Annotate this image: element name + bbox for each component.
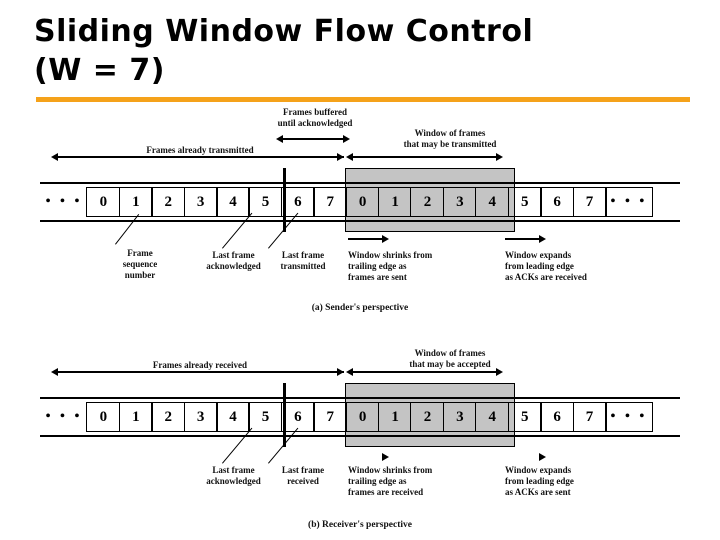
label-frames-already-transmitted: Frames already transmitted <box>146 145 254 155</box>
receiver-window-span-line <box>352 371 500 373</box>
receiver-window-arrow-right <box>496 368 503 376</box>
label-last-frame-transmitted: Last frame transmitted <box>280 250 326 271</box>
label-frame-sequence-number: Frame sequence number <box>122 248 158 280</box>
label-receiver-window-expands: Window expands from leading edge as ACKs… <box>505 465 574 497</box>
label-receiver-last-frame-received: Last frame received <box>281 465 325 486</box>
frame-cell: 1 <box>378 402 413 432</box>
frame-cell: 7 <box>572 187 607 217</box>
strip-rail-bottom <box>40 220 680 222</box>
window-arrow-right <box>496 153 503 161</box>
frame-cell: 4 <box>475 187 510 217</box>
sender-caption: (a) Sender's perspective <box>311 303 409 313</box>
expand-arrow-line <box>505 238 541 240</box>
strip-rail-bottom <box>40 435 680 437</box>
already-transmitted-arrow-right <box>337 153 344 161</box>
frame-cell: 3 <box>183 187 218 217</box>
receiver-caption: (b) Receiver's perspective <box>308 520 412 530</box>
frame-cell: 3 <box>442 187 477 217</box>
frame-cell: 2 <box>410 187 445 217</box>
already-received-arrow-right <box>337 368 344 376</box>
shrink-arrow-line <box>348 238 384 240</box>
frame-cell: 6 <box>540 402 575 432</box>
label-frames-buffered: Frames buffered until acknowledged <box>277 107 353 128</box>
frame-cell: 3 <box>183 402 218 432</box>
frame-cell: 6 <box>280 402 315 432</box>
label-last-frame-acknowledged: Last frame acknowledged <box>206 250 261 271</box>
frame-cell: 5 <box>507 402 542 432</box>
frame-cell: 0 <box>86 402 121 432</box>
frame-cell: 1 <box>118 187 153 217</box>
strip-rail-top <box>40 182 680 184</box>
window-span-line <box>352 156 500 158</box>
frame-cell: 1 <box>118 402 153 432</box>
title-divider-rule <box>36 97 690 102</box>
frame-cell: 1 <box>378 187 413 217</box>
frame-cell: 4 <box>475 402 510 432</box>
frame-cell: 4 <box>216 402 251 432</box>
already-transmitted-arrow-left <box>51 153 58 161</box>
sender-diagram: Frames buffered until acknowledged Windo… <box>40 107 680 313</box>
label-receiver-last-frame-acknowledged: Last frame acknowledged <box>206 465 261 486</box>
label-window-transmitted: Window of frames that may be transmitted <box>403 128 497 149</box>
frame-cell: 0 <box>345 187 380 217</box>
expand-arrow-head <box>539 235 546 243</box>
frame-cell: 3 <box>442 402 477 432</box>
already-transmitted-span-line <box>58 156 344 158</box>
frame-cell-ellipsis: • • • <box>45 194 83 209</box>
frame-cell-ellipsis: • • • <box>604 187 653 217</box>
frame-cell-ellipsis: • • • <box>45 409 83 424</box>
receiver-window-arrow-left <box>346 368 353 376</box>
frame-cell: 5 <box>507 187 542 217</box>
already-received-span-line <box>58 371 344 373</box>
label-window-shrinks: Window shrinks from trailing edge as fra… <box>348 250 433 282</box>
label-receiver-window-shrinks: Window shrinks from trailing edge as fra… <box>348 465 433 497</box>
buffered-span-arrow-right <box>343 135 350 143</box>
receiver-diagram: Window of frames that may be accepted Fr… <box>0 215 720 540</box>
already-received-arrow-left <box>51 368 58 376</box>
frame-cell-ellipsis: • • • <box>604 402 653 432</box>
frame-cell: 7 <box>313 187 348 217</box>
frame-cell: 7 <box>313 402 348 432</box>
frame-cell: 6 <box>540 187 575 217</box>
frame-cell: 2 <box>151 402 186 432</box>
buffered-span-line <box>283 138 343 140</box>
label-frames-already-received: Frames already received <box>152 360 248 370</box>
frame-cell: 2 <box>151 187 186 217</box>
strip-rail-top <box>40 397 680 399</box>
frame-cell: 0 <box>345 402 380 432</box>
window-arrow-left <box>346 153 353 161</box>
label-window-accepted: Window of frames that may be accepted <box>409 348 491 369</box>
receiver-last-ack-marker-line <box>283 383 286 447</box>
frame-cell: 5 <box>248 187 283 217</box>
receiver-expand-arrow-head <box>539 453 546 461</box>
frame-cell: 6 <box>280 187 315 217</box>
buffered-span-arrow-left <box>276 135 283 143</box>
label-window-expands: Window expands from leading edge as ACKs… <box>505 250 587 282</box>
frame-cell: 5 <box>248 402 283 432</box>
page-title: Sliding Window Flow Control (W = 7) <box>34 14 534 88</box>
last-ack-marker-line <box>283 168 286 232</box>
receiver-shrink-arrow-head <box>382 453 389 461</box>
shrink-arrow-head <box>382 235 389 243</box>
frame-cell: 4 <box>216 187 251 217</box>
frame-cell: 2 <box>410 402 445 432</box>
frame-cell: 0 <box>86 187 121 217</box>
frame-cell: 7 <box>572 402 607 432</box>
